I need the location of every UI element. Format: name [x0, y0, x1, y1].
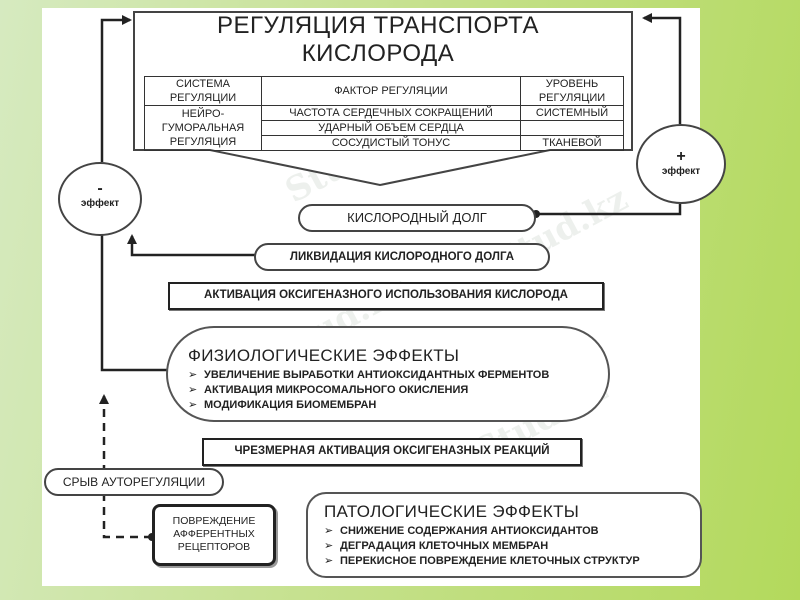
bullet-arrow-icon: ➢ — [188, 384, 198, 396]
physiological-effects-title: ФИЗИОЛОГИЧЕСКИЕ ЭФФЕКТЫ — [188, 346, 460, 365]
table-cell-level: СИСТЕМНЫЙ — [520, 105, 624, 121]
negative-effect-circle: - эффект — [58, 162, 142, 236]
debt-to-positive-line — [536, 204, 682, 216]
receptor-dashed-arrow — [99, 394, 152, 539]
physiological-effects-list: ➢УВЕЛИЧЕНИЕ ВЫРАБОТКИ АНТИОКСИДАНТНЫХ ФЕ… — [188, 368, 608, 413]
page-title: РЕГУЛЯЦИЯ ТРАНСПОРТА КИСЛОРОДА — [168, 12, 588, 68]
positive-effect-label: эффект — [661, 166, 701, 177]
table-cell-level — [520, 120, 624, 136]
positive-effect-circle: + эффект — [636, 124, 726, 204]
table-header-system: СИСТЕМА РЕГУЛЯЦИИ — [144, 76, 262, 106]
negative-effect-label: эффект — [80, 198, 120, 209]
table-header-level: УРОВЕНЬ РЕГУЛЯЦИИ — [520, 76, 624, 106]
autoregulation-failure-box: СРЫВ АУТОРЕГУЛЯЦИИ — [44, 468, 224, 496]
liquidation-to-negative-arrow — [127, 234, 268, 257]
table-cell-factor: СОСУДИСТЫЙ ТОНУС — [261, 135, 521, 151]
list-item: ➢МОДИФИКАЦИЯ БИОМЕМБРАН — [188, 399, 377, 411]
regulation-table: СИСТЕМА РЕГУЛЯЦИИ ФАКТОР РЕГУЛЯЦИИ УРОВЕ… — [144, 76, 624, 151]
list-item: ➢ПЕРЕКИСНОЕ ПОВРЕЖДЕНИЕ КЛЕТОЧНЫХ СТРУКТ… — [324, 555, 640, 567]
physiological-effects-box: ФИЗИОЛОГИЧЕСКИЕ ЭФФЕКТЫ ➢УВЕЛИЧЕНИЕ ВЫРА… — [166, 326, 610, 422]
bullet-arrow-icon: ➢ — [188, 399, 198, 411]
title-line-2: КИСЛОРОДА — [301, 40, 455, 67]
bullet-arrow-icon: ➢ — [324, 555, 334, 567]
negative-feedback-arrow — [100, 15, 132, 162]
negative-effect-sign: - — [97, 180, 103, 197]
excessive-activation-box: ЧРЕЗМЕРНАЯ АКТИВАЦИЯ ОКСИГЕНАЗНЫХ РЕАКЦИ… — [202, 438, 582, 466]
table-cell-factor: ЧАСТОТА СЕРДЕЧНЫХ СОКРАЩЕНИЙ — [261, 105, 521, 121]
list-item: ➢УВЕЛИЧЕНИЕ ВЫРАБОТКИ АНТИОКСИДАНТНЫХ ФЕ… — [188, 369, 550, 381]
bullet-arrow-icon: ➢ — [324, 540, 334, 552]
receptor-damage-box: ПОВРЕЖДЕНИЕ АФФЕРЕНТНЫХ РЕЦЕПТОРОВ — [152, 504, 276, 566]
bullet-arrow-icon: ➢ — [188, 369, 198, 381]
pathological-effects-box: ПАТОЛОГИЧЕСКИЕ ЭФФЕКТЫ ➢СНИЖЕНИЕ СОДЕРЖА… — [306, 492, 702, 578]
positive-effect-sign: + — [676, 148, 686, 165]
table-header-factor: ФАКТОР РЕГУЛЯЦИИ — [261, 76, 521, 106]
table-cell-level: ТКАНЕВОЙ — [520, 135, 624, 151]
pathological-effects-list: ➢СНИЖЕНИЕ СОДЕРЖАНИЯ АНТИОКСИДАНТОВ ➢ДЕГ… — [324, 524, 700, 569]
table-cell-factor: УДАРНЫЙ ОБЪЕМ СЕРДЦА — [261, 120, 521, 136]
pathological-effects-title: ПАТОЛОГИЧЕСКИЕ ЭФФЕКТЫ — [324, 502, 580, 521]
table-cell-system: НЕЙРО-ГУМОРАЛЬНАЯ РЕГУЛЯЦИЯ — [144, 105, 262, 151]
debt-liquidation-box: ЛИКВИДАЦИЯ КИСЛОРОДНОГО ДОЛГА — [254, 243, 550, 271]
title-line-1: РЕГУЛЯЦИЯ ТРАНСПОРТА — [217, 12, 539, 39]
positive-feedback-arrow — [642, 13, 682, 124]
list-item: ➢АКТИВАЦИЯ МИКРОСОМАЛЬНОГО ОКИСЛЕНИЯ — [188, 384, 469, 396]
list-item: ➢СНИЖЕНИЕ СОДЕРЖАНИЯ АНТИОКСИДАНТОВ — [324, 525, 599, 537]
oxygen-debt-box: КИСЛОРОДНЫЙ ДОЛГ — [298, 204, 536, 232]
bullet-arrow-icon: ➢ — [324, 525, 334, 537]
physio-to-negative-line — [100, 230, 168, 372]
oxygenase-activation-box: АКТИВАЦИЯ ОКСИГЕНАЗНОГО ИСПОЛЬЗОВАНИЯ КИ… — [168, 282, 604, 310]
list-item: ➢ДЕГРАДАЦИЯ КЛЕТОЧНЫХ МЕМБРАН — [324, 540, 549, 552]
